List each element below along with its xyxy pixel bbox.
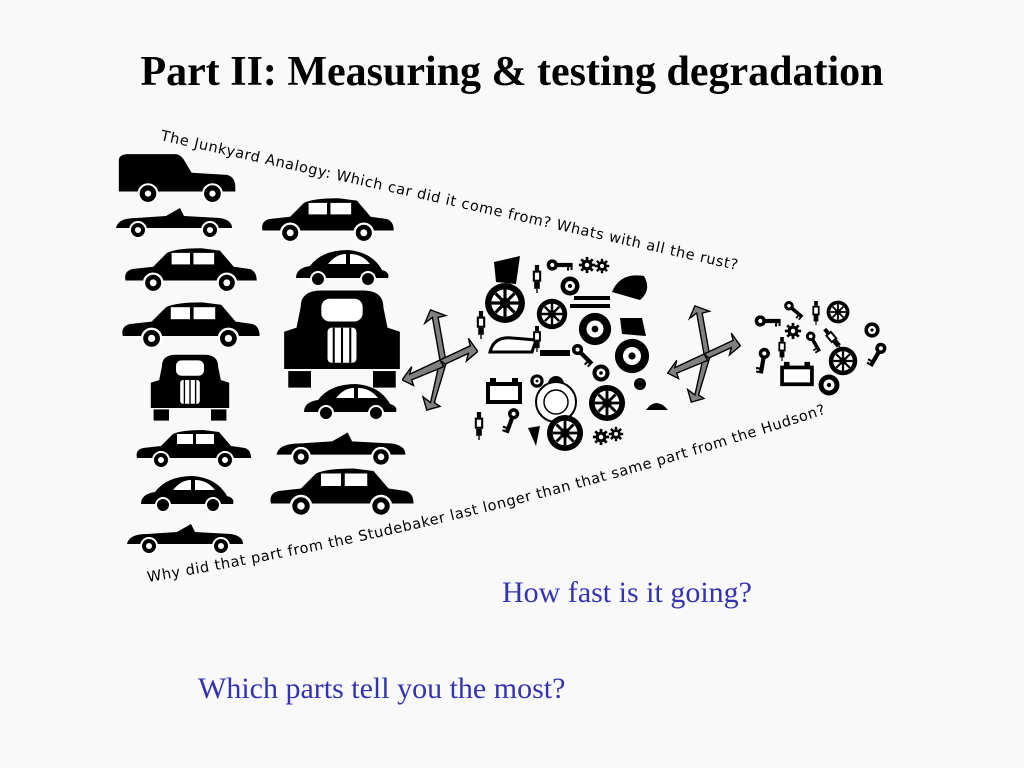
top-caption-path: The Junkyard Analogy: Which car did it c… bbox=[158, 128, 739, 274]
car-silhouettes bbox=[114, 153, 415, 556]
tire-icon bbox=[864, 322, 880, 338]
key-icon bbox=[782, 298, 806, 321]
spark-plug-icon bbox=[532, 265, 542, 293]
battery-icon bbox=[486, 378, 522, 404]
part-shape bbox=[528, 426, 540, 446]
car-silhouette-icon bbox=[269, 467, 415, 516]
gear-icon bbox=[578, 256, 596, 274]
key-icon bbox=[546, 259, 573, 271]
part-shape bbox=[570, 304, 610, 308]
spark-plug-icon bbox=[778, 337, 786, 361]
wheel-icon bbox=[546, 414, 584, 452]
key-icon bbox=[755, 346, 771, 375]
part-shape bbox=[488, 336, 539, 354]
question-speed: How fast is it going? bbox=[502, 576, 752, 609]
car-silhouette-icon bbox=[114, 206, 234, 240]
spark-plug-icon bbox=[476, 311, 486, 339]
gear-icon bbox=[594, 258, 610, 274]
wheel-icon bbox=[588, 384, 626, 422]
car-silhouette-icon bbox=[149, 353, 231, 422]
gear-icon bbox=[608, 426, 624, 442]
car-silhouette-icon bbox=[125, 522, 245, 556]
parts-cluster bbox=[474, 256, 668, 452]
tire-icon bbox=[530, 374, 544, 388]
wheel-icon bbox=[484, 282, 526, 324]
question-parts: Which parts tell you the most? bbox=[198, 672, 566, 705]
wheel-icon bbox=[828, 346, 858, 376]
top-curved-caption: The Junkyard Analogy: Which car did it c… bbox=[158, 128, 740, 274]
part-shape bbox=[646, 403, 668, 410]
arrow-icon bbox=[402, 309, 478, 411]
spark-plug-icon bbox=[474, 412, 484, 440]
hubcap-inner bbox=[543, 389, 569, 415]
car-silhouette-icon bbox=[135, 428, 253, 468]
tire-icon bbox=[818, 374, 840, 396]
key-icon bbox=[804, 329, 824, 354]
battery-icon bbox=[780, 361, 814, 387]
car-silhouette-icon bbox=[123, 246, 259, 292]
car-silhouette-icon bbox=[117, 153, 237, 204]
car-silhouette-icon bbox=[275, 431, 407, 467]
car-silhouette-icon bbox=[120, 301, 261, 348]
part-shape bbox=[574, 296, 610, 300]
key-icon bbox=[501, 406, 521, 435]
part-shape bbox=[634, 378, 646, 390]
key-icon bbox=[569, 341, 596, 368]
car-silhouette-icon bbox=[283, 289, 401, 389]
car-silhouette-icon bbox=[302, 382, 398, 422]
tire-icon bbox=[560, 276, 580, 296]
tire-icon bbox=[578, 312, 612, 346]
bottom-caption-path: Why did that part from the Studebaker la… bbox=[146, 402, 827, 586]
part-shape bbox=[540, 350, 570, 356]
key-icon bbox=[865, 340, 889, 369]
car-silhouette-icon bbox=[139, 474, 235, 514]
tire-icon bbox=[592, 364, 610, 382]
wheel-icon bbox=[826, 300, 850, 324]
car-silhouette-icon bbox=[294, 248, 390, 288]
arrow-icon bbox=[666, 305, 742, 403]
gear-icon bbox=[784, 322, 802, 340]
right-parts-cluster bbox=[754, 298, 889, 396]
car-silhouette-icon bbox=[260, 196, 396, 242]
part-shape bbox=[620, 318, 646, 336]
slide-title: Part II: Measuring & testing degradation bbox=[140, 49, 884, 95]
gear-icon bbox=[592, 428, 610, 446]
part-shape bbox=[494, 256, 520, 284]
part-shape bbox=[612, 275, 648, 300]
spark-plug-icon bbox=[812, 301, 820, 325]
wheel-icon bbox=[536, 298, 568, 330]
key-icon bbox=[754, 315, 781, 327]
bottom-curved-caption: Why did that part from the Studebaker la… bbox=[146, 402, 828, 586]
tire-icon bbox=[614, 338, 650, 374]
